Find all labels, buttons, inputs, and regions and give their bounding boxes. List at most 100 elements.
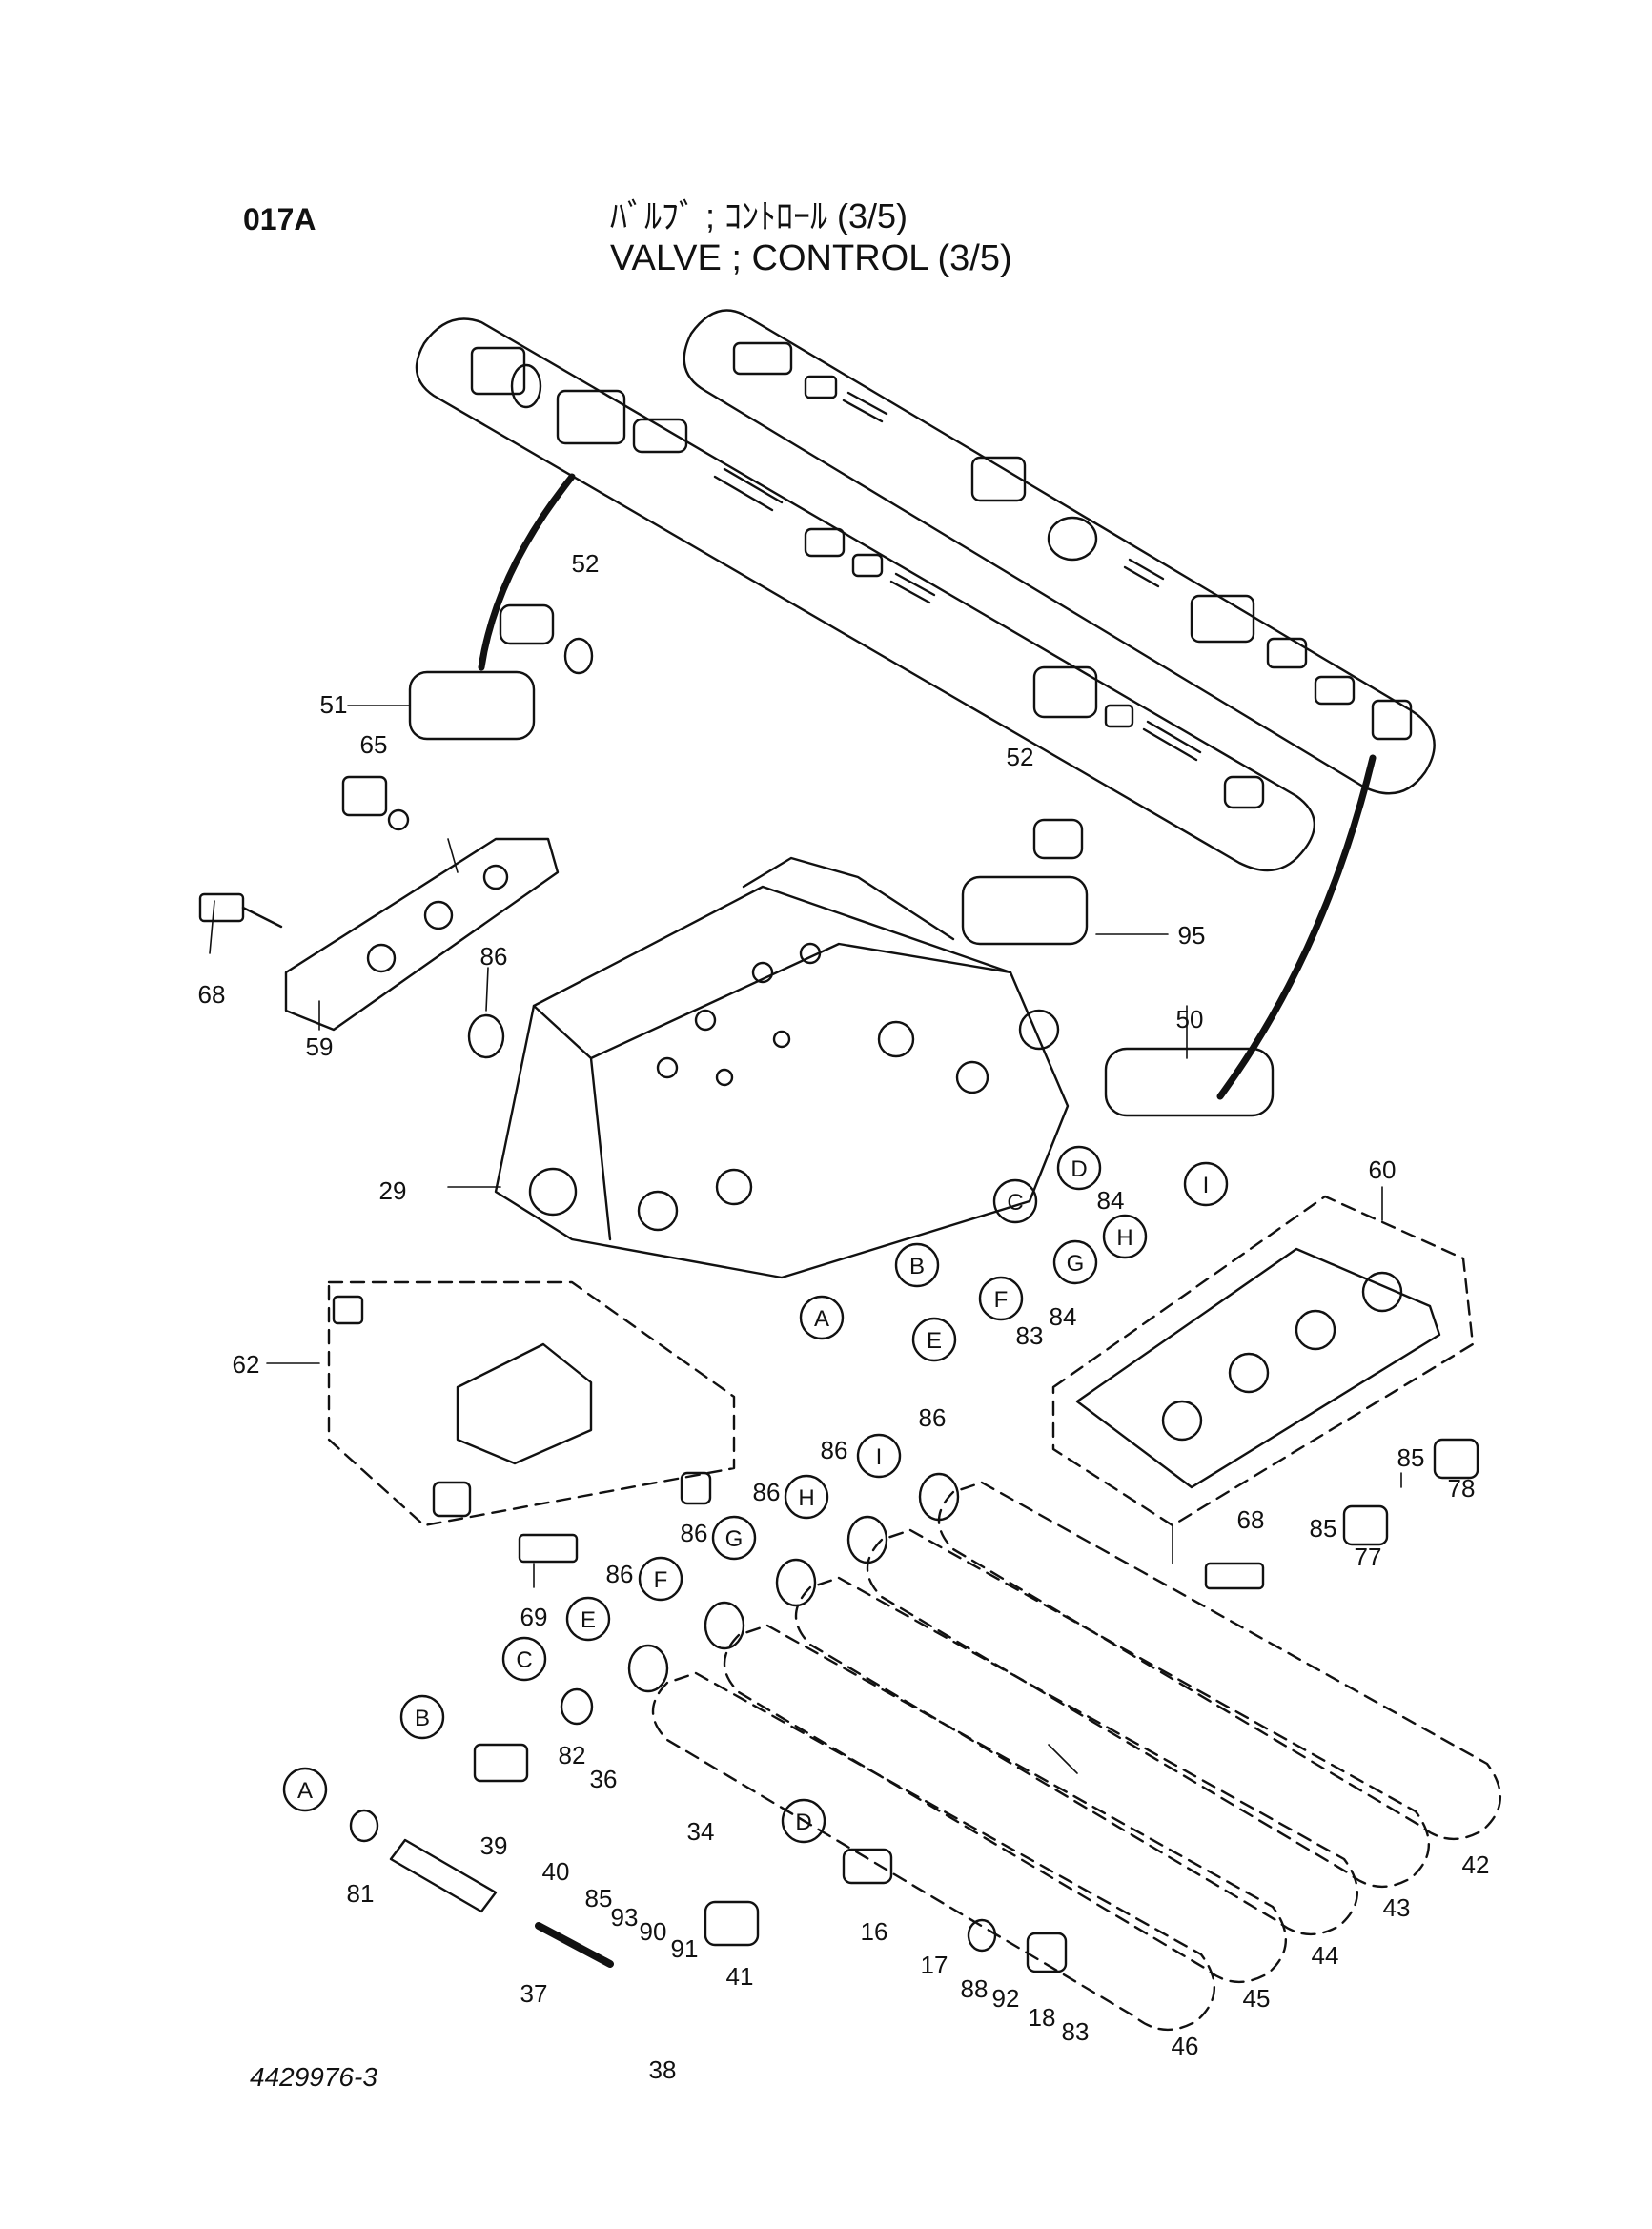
port-marker-label: E: [927, 1328, 942, 1354]
callout-c88: 88: [961, 1974, 989, 2003]
plug-65: [341, 775, 388, 817]
port-marker-pB2: B: [399, 1694, 445, 1740]
callout-c91: 91: [671, 1934, 699, 1963]
callout-c50: 50: [1176, 1005, 1204, 1033]
plug-77: [1342, 1504, 1389, 1546]
o-ring-86-e: [627, 1644, 669, 1693]
port-marker-pD1: D: [1056, 1145, 1102, 1191]
callout-c29: 29: [379, 1176, 407, 1205]
o-ring-81: [349, 1809, 379, 1843]
callout-c95: 95: [1178, 921, 1206, 950]
spool-capsules: [651, 1481, 1501, 2032]
callout-c78: 78: [1448, 1474, 1476, 1503]
diagram-title-english: VALVE ; CONTROL (3/5): [610, 238, 1012, 278]
callout-c86f: 86: [606, 1560, 634, 1588]
port-marker-label: G: [1067, 1251, 1085, 1277]
relief-valve-50: [1104, 1047, 1275, 1117]
sleeve-39: [473, 1743, 529, 1783]
plug-52-lower: [1032, 818, 1084, 860]
bolt-68-shank: [241, 906, 283, 929]
callout-c52a: 52: [572, 549, 600, 578]
callout-c86a: 86: [480, 942, 508, 971]
plug-52-upper: [499, 603, 555, 645]
o-ring-86-upper: [467, 1013, 505, 1059]
bolt-68: [198, 892, 245, 923]
callout-c65: 65: [360, 730, 388, 759]
port-marker-pG1: G: [1052, 1239, 1098, 1285]
callout-c43: 43: [1383, 1893, 1411, 1922]
sleeve-16: [842, 1848, 893, 1885]
left-flange: [284, 837, 560, 1032]
bolt-69: [518, 1533, 579, 1564]
plug-78: [1433, 1438, 1479, 1480]
port-marker-label: A: [297, 1778, 313, 1804]
callout-c41: 41: [726, 1962, 754, 1991]
port-marker-label: C: [1007, 1190, 1023, 1216]
detail-link-curve-left: [478, 473, 576, 671]
port-marker-pA1: A: [799, 1295, 845, 1340]
upper-right-spool-detail-capsule: [683, 309, 1436, 795]
callout-c45: 45: [1243, 1984, 1271, 2013]
callout-c92: 92: [992, 1984, 1020, 2013]
stem-37: [535, 1922, 614, 1968]
leader-lines: [209, 705, 1402, 1774]
callout-c86d: 86: [753, 1478, 781, 1506]
port-marker-pH2: H: [784, 1474, 829, 1520]
valve-body: [494, 856, 1070, 1279]
upper-left-spool-detail-capsule: [415, 317, 1316, 872]
plug-18: [1026, 1932, 1068, 1973]
callout-c42: 42: [1462, 1851, 1490, 1879]
port-marker-label: I: [1203, 1173, 1210, 1198]
port-marker-label: D: [795, 1810, 811, 1835]
detail-link-curve-right: [1216, 754, 1377, 1100]
o-ring-88: [967, 1918, 997, 1953]
callout-c52b: 52: [1007, 743, 1034, 771]
callout-c85a: 85: [1397, 1443, 1425, 1472]
callout-c82: 82: [559, 1741, 586, 1769]
callout-c17: 17: [921, 1951, 948, 1979]
callout-c39: 39: [480, 1831, 508, 1860]
port-marker-label: H: [1116, 1225, 1132, 1251]
callout-c86c: 86: [821, 1436, 848, 1464]
diagram-title-japanese: ﾊﾞﾙﾌﾞ ; ｺﾝﾄﾛｰﾙ (3/5): [610, 196, 908, 235]
callout-c62: 62: [233, 1350, 260, 1379]
callout-c86b: 86: [919, 1403, 947, 1432]
relief-valve-51: [408, 670, 536, 741]
drawing-number: 4429976-3: [250, 2062, 377, 2092]
callout-c83a: 83: [1016, 1321, 1044, 1350]
o-ring-65: [387, 808, 410, 831]
callout-c85b: 85: [1310, 1514, 1337, 1543]
port-marker-label: B: [909, 1254, 925, 1279]
port-marker-pA2: A: [282, 1767, 328, 1812]
callout-c77: 77: [1355, 1543, 1382, 1571]
port-marker-pF2: F: [638, 1556, 683, 1602]
o-ring-82: [560, 1687, 594, 1726]
plug-41: [704, 1900, 760, 1947]
callout-c34: 34: [687, 1817, 715, 1846]
port-marker-label: F: [654, 1567, 668, 1593]
port-marker-pI2: I: [856, 1433, 902, 1479]
callout-c93: 93: [611, 1903, 639, 1932]
spool-81: [389, 1838, 498, 1913]
port-marker-label: G: [725, 1526, 744, 1552]
relief-valve-95: [961, 875, 1089, 946]
o-ring-52-upper: [563, 637, 594, 675]
port-marker-pE2: E: [565, 1596, 611, 1642]
cover-assembly-60: [1051, 1195, 1475, 1527]
port-marker-pB1: B: [894, 1242, 940, 1288]
callout-c44: 44: [1312, 1941, 1339, 1970]
port-marker-label: I: [876, 1444, 883, 1470]
port-marker-pF1: F: [978, 1276, 1024, 1321]
callout-c69: 69: [520, 1603, 548, 1631]
callout-c51: 51: [320, 690, 348, 719]
callout-c68b: 68: [1237, 1505, 1265, 1534]
port-marker-label: B: [415, 1706, 430, 1731]
callout-c84a: 84: [1097, 1186, 1125, 1215]
callout-c83b: 83: [1062, 2017, 1090, 2046]
port-marker-pE1: E: [911, 1317, 957, 1362]
callout-c86e: 86: [681, 1519, 708, 1547]
port-marker-pC2: C: [501, 1636, 547, 1682]
callout-c81: 81: [347, 1879, 375, 1908]
